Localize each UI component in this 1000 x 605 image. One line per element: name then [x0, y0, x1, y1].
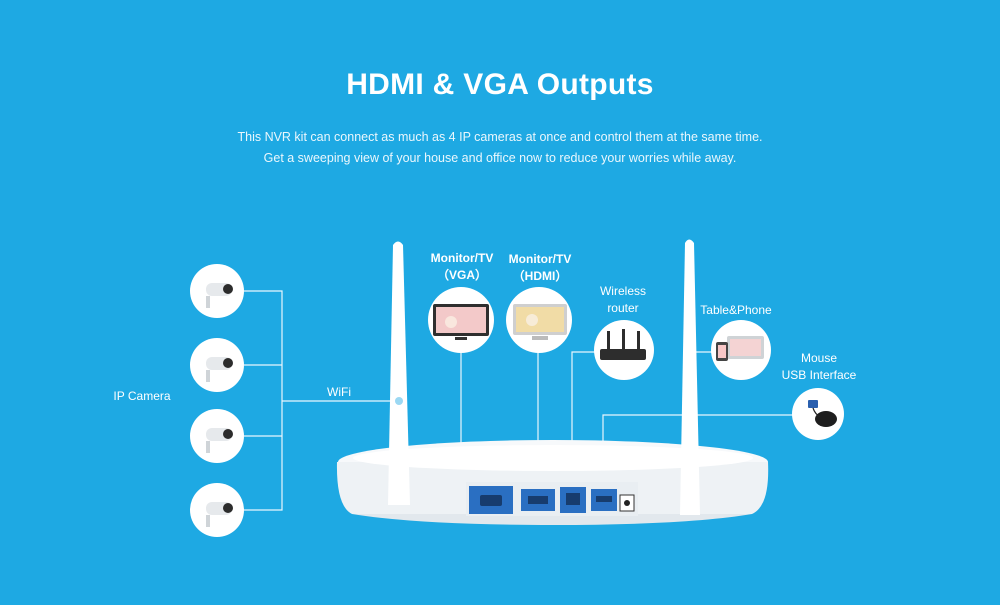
router-label-line2: router — [607, 301, 639, 315]
monitor-hdmi-label-line1: Monitor/TV — [508, 252, 572, 266]
ip-camera-3 — [190, 409, 244, 463]
monitor-vga-label: Monitor/TV （VGA） — [418, 250, 506, 284]
nvr-device — [336, 440, 769, 525]
monitor-vga-icon — [428, 287, 494, 353]
tablet-label: Table&Phone — [700, 303, 772, 317]
ip-camera-4 — [190, 483, 244, 537]
ip-camera-1 — [190, 264, 244, 318]
ip-camera-2 — [190, 338, 244, 392]
router-label: Wireless router — [586, 283, 660, 317]
description-line-2: Get a sweeping view of your house and of… — [263, 151, 737, 165]
wifi-label: WiFi — [327, 385, 351, 399]
monitor-hdmi-icon — [506, 287, 572, 353]
antenna-left — [388, 241, 410, 505]
description-line-1: This NVR kit can connect as much as 4 IP… — [237, 130, 763, 144]
monitor-vga-label-line2: （VGA） — [436, 268, 487, 282]
ip-camera-label: IP Camera — [113, 389, 171, 403]
monitor-hdmi-label-line2: （HDMI） — [512, 269, 568, 283]
monitor-vga-label-line1: Monitor/TV — [430, 251, 494, 265]
mouse-label-line2: USB Interface — [781, 368, 857, 382]
mouse-label: Mouse USB Interface — [774, 350, 864, 384]
mouse-icon — [792, 388, 844, 440]
wireless-router-icon — [594, 320, 654, 380]
page-title: HDMI & VGA Outputs — [346, 68, 654, 101]
mouse-label-line1: Mouse — [800, 351, 838, 365]
router-label-line1: Wireless — [599, 284, 646, 298]
monitor-hdmi-label: Monitor/TV （HDMI） — [496, 251, 584, 285]
antenna-right — [680, 239, 700, 515]
tablet-phone-icon — [711, 320, 771, 380]
